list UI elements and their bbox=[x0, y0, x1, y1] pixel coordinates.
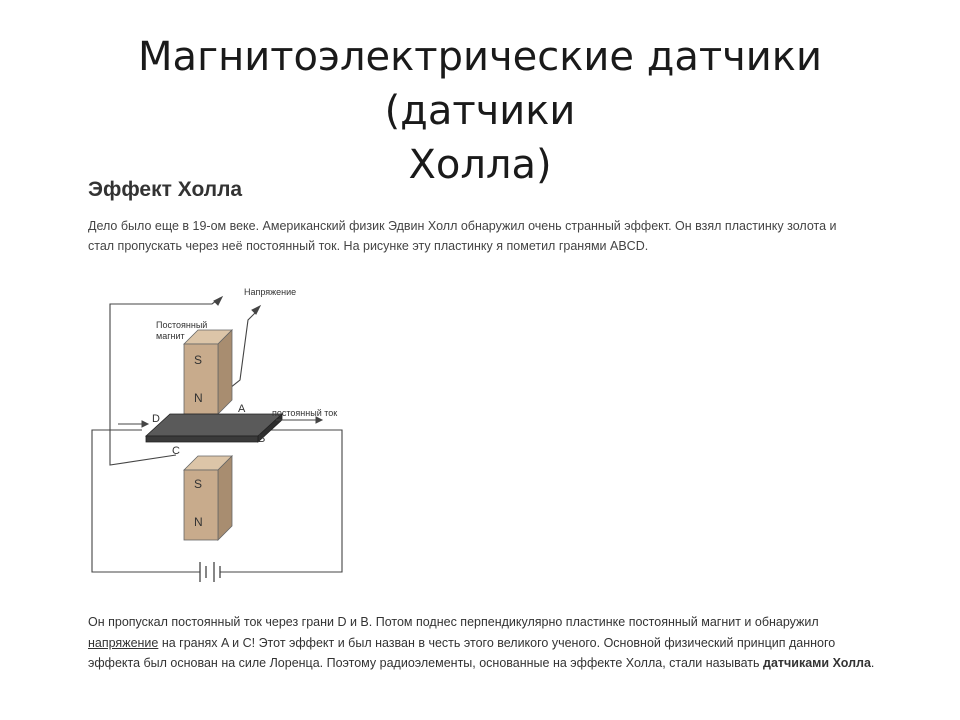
intro-line-2: стал пропускать через неё постоянный ток… bbox=[88, 239, 649, 253]
top-magnet bbox=[183, 329, 233, 415]
outro-text-2: на гранях A и C! Этот эффект и был назва… bbox=[88, 635, 836, 671]
slide-title: Магнитоэлектрические датчики (датчики Хо… bbox=[40, 30, 920, 192]
intro-line-1: Дело было еще в 19-ом веке. Американский… bbox=[88, 219, 837, 233]
article-heading: Эффект Холла bbox=[88, 178, 243, 201]
bottom-magnet bbox=[183, 455, 233, 541]
top-magnet-n-label: N bbox=[194, 391, 203, 405]
slide-title-line2: Холла) bbox=[408, 142, 552, 188]
current-arrows bbox=[118, 295, 324, 428]
face-b-label: B bbox=[258, 433, 265, 445]
magnet-label-line1: Постоянный bbox=[156, 320, 207, 330]
bottom-magnet-s-label: S bbox=[194, 477, 202, 491]
current-label: постоянный ток bbox=[272, 408, 337, 418]
top-magnet-s-label: S bbox=[194, 353, 202, 367]
outro-paragraph: Он пропускал постоянный ток через грани … bbox=[88, 612, 888, 674]
face-c-label: C bbox=[172, 445, 180, 457]
outro-end: . bbox=[870, 656, 875, 670]
magnet-label-line2: магнит bbox=[156, 331, 185, 341]
bottom-magnet-n-label: N bbox=[194, 515, 203, 529]
slide-title-line1: Магнитоэлектрические датчики (датчики bbox=[138, 34, 822, 134]
battery-icon bbox=[199, 562, 221, 582]
voltage-link[interactable]: напряжение bbox=[88, 635, 159, 650]
outro-text-1: Он пропускал постоянный ток через грани … bbox=[88, 615, 819, 629]
hall-sensors-term: датчиками Холла bbox=[763, 656, 871, 670]
face-d-label: D bbox=[152, 413, 160, 425]
intro-paragraph: Дело было еще в 19-ом веке. Американский… bbox=[88, 216, 888, 256]
voltage-label: Напряжение bbox=[244, 287, 296, 297]
hall-plate bbox=[144, 413, 284, 443]
face-a-label: A bbox=[238, 403, 246, 415]
hall-effect-diagram: Напряжение Постоянный магнит постоянный … bbox=[91, 287, 343, 582]
